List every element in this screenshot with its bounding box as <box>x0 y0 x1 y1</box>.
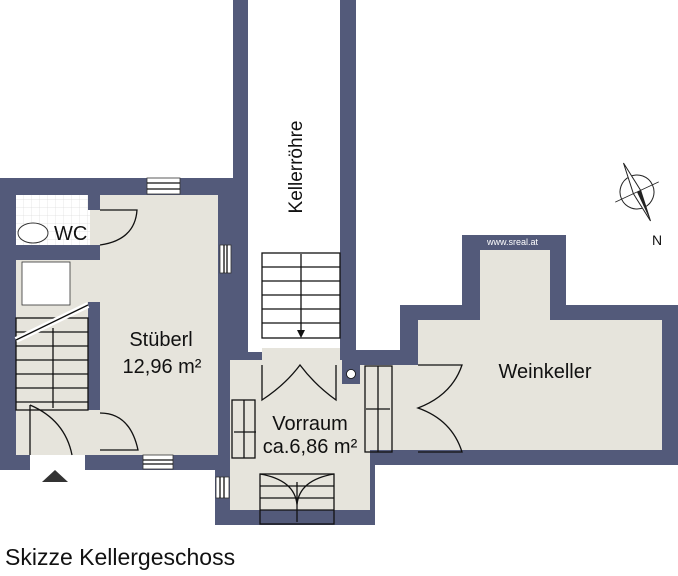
stairs-vorraum <box>259 473 335 525</box>
watermark: www.sreal.at <box>486 237 539 247</box>
room-area-vorraum: ca.6,86 m² <box>263 436 358 458</box>
stairs-kellerroehre <box>261 252 341 339</box>
weinkeller-floor <box>418 320 662 450</box>
entrance-arrow-icon <box>42 470 68 482</box>
toilet-icon <box>17 222 49 244</box>
compass-label: N <box>652 232 662 248</box>
door-swings <box>29 209 463 456</box>
north-compass-icon <box>615 162 659 222</box>
room-label-wc: WC <box>54 223 87 245</box>
stairs-left <box>14 302 90 411</box>
windows <box>142 177 232 499</box>
floors <box>16 0 662 510</box>
plan-title: Skizze Kellergeschoss <box>5 544 236 570</box>
room-label-stueberl: Stüberl <box>129 329 192 351</box>
room-area-stueberl: 12,96 m² <box>123 356 202 378</box>
sliding-doors <box>231 365 393 459</box>
vorraum-floor <box>230 360 356 455</box>
entrance-opening <box>30 455 85 470</box>
room-label-kellerroehre: Kellerröhre <box>286 121 307 214</box>
kellerroehre-floor <box>248 0 340 352</box>
room-label-vorraum: Vorraum <box>272 413 348 435</box>
room-label-weinkeller: Weinkeller <box>499 361 592 383</box>
storage-box <box>21 261 71 306</box>
